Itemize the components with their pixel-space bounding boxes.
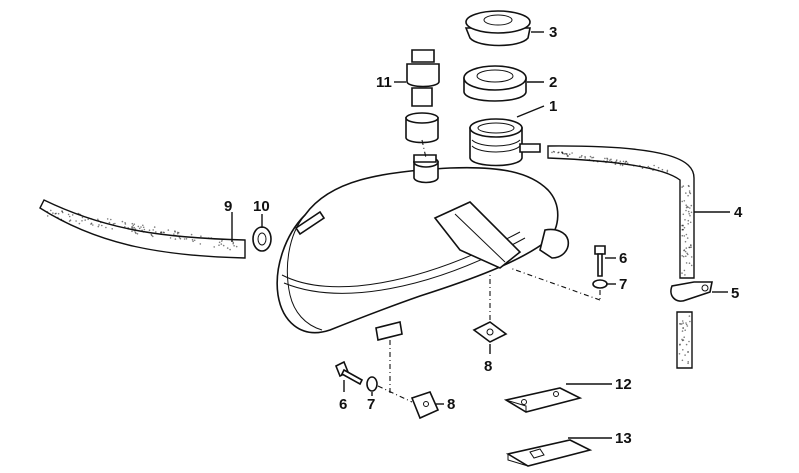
expansion-tank-part-1 [276,118,570,341]
callout-11: 11 [376,74,392,91]
left-screw-axis [377,385,413,403]
callout-4: 4 [734,204,743,221]
callout-9: 9 [224,198,232,215]
callout-7-right: 7 [619,276,627,293]
callout-8-center: 8 [484,358,492,375]
callout-8-left: 8 [447,396,455,413]
hose-4-stipple [551,150,693,365]
callout-6-right: 6 [619,250,627,267]
level-sensor-part-11 [405,49,440,163]
screw-part-6-right [594,245,606,277]
callout-13: 13 [615,430,632,447]
washer-part-7-left [366,376,378,392]
callout-3: 3 [549,24,557,41]
hose-clip-part-5 [670,281,713,302]
hose-part-9 [39,199,246,259]
callout-1: 1 [549,98,557,115]
sensor-axis [421,139,427,159]
nut-plate-part-8-center [472,321,508,343]
screw-part-6-left [334,360,364,386]
callout-2: 2 [549,74,557,91]
bracket-plate-part-13 [505,439,593,467]
screw-to-bracket-line [509,267,601,301]
hose-9-stipple [46,209,238,251]
filler-cap-part-2 [463,65,527,102]
washer-part-7-right [592,279,608,289]
callout-7-left: 7 [367,396,375,413]
callout-6-left: 6 [339,396,347,413]
callout-10: 10 [253,198,270,215]
leader-lines [231,31,730,439]
nut-clip-part-8-left [410,391,440,420]
callout-5: 5 [731,285,739,302]
bracket-plate-part-12 [503,387,583,413]
callout-12: 12 [615,376,632,393]
hose-part-4 [547,145,695,369]
cap-seal-part-3 [464,10,531,47]
hose-clamp-part-10 [252,226,272,252]
